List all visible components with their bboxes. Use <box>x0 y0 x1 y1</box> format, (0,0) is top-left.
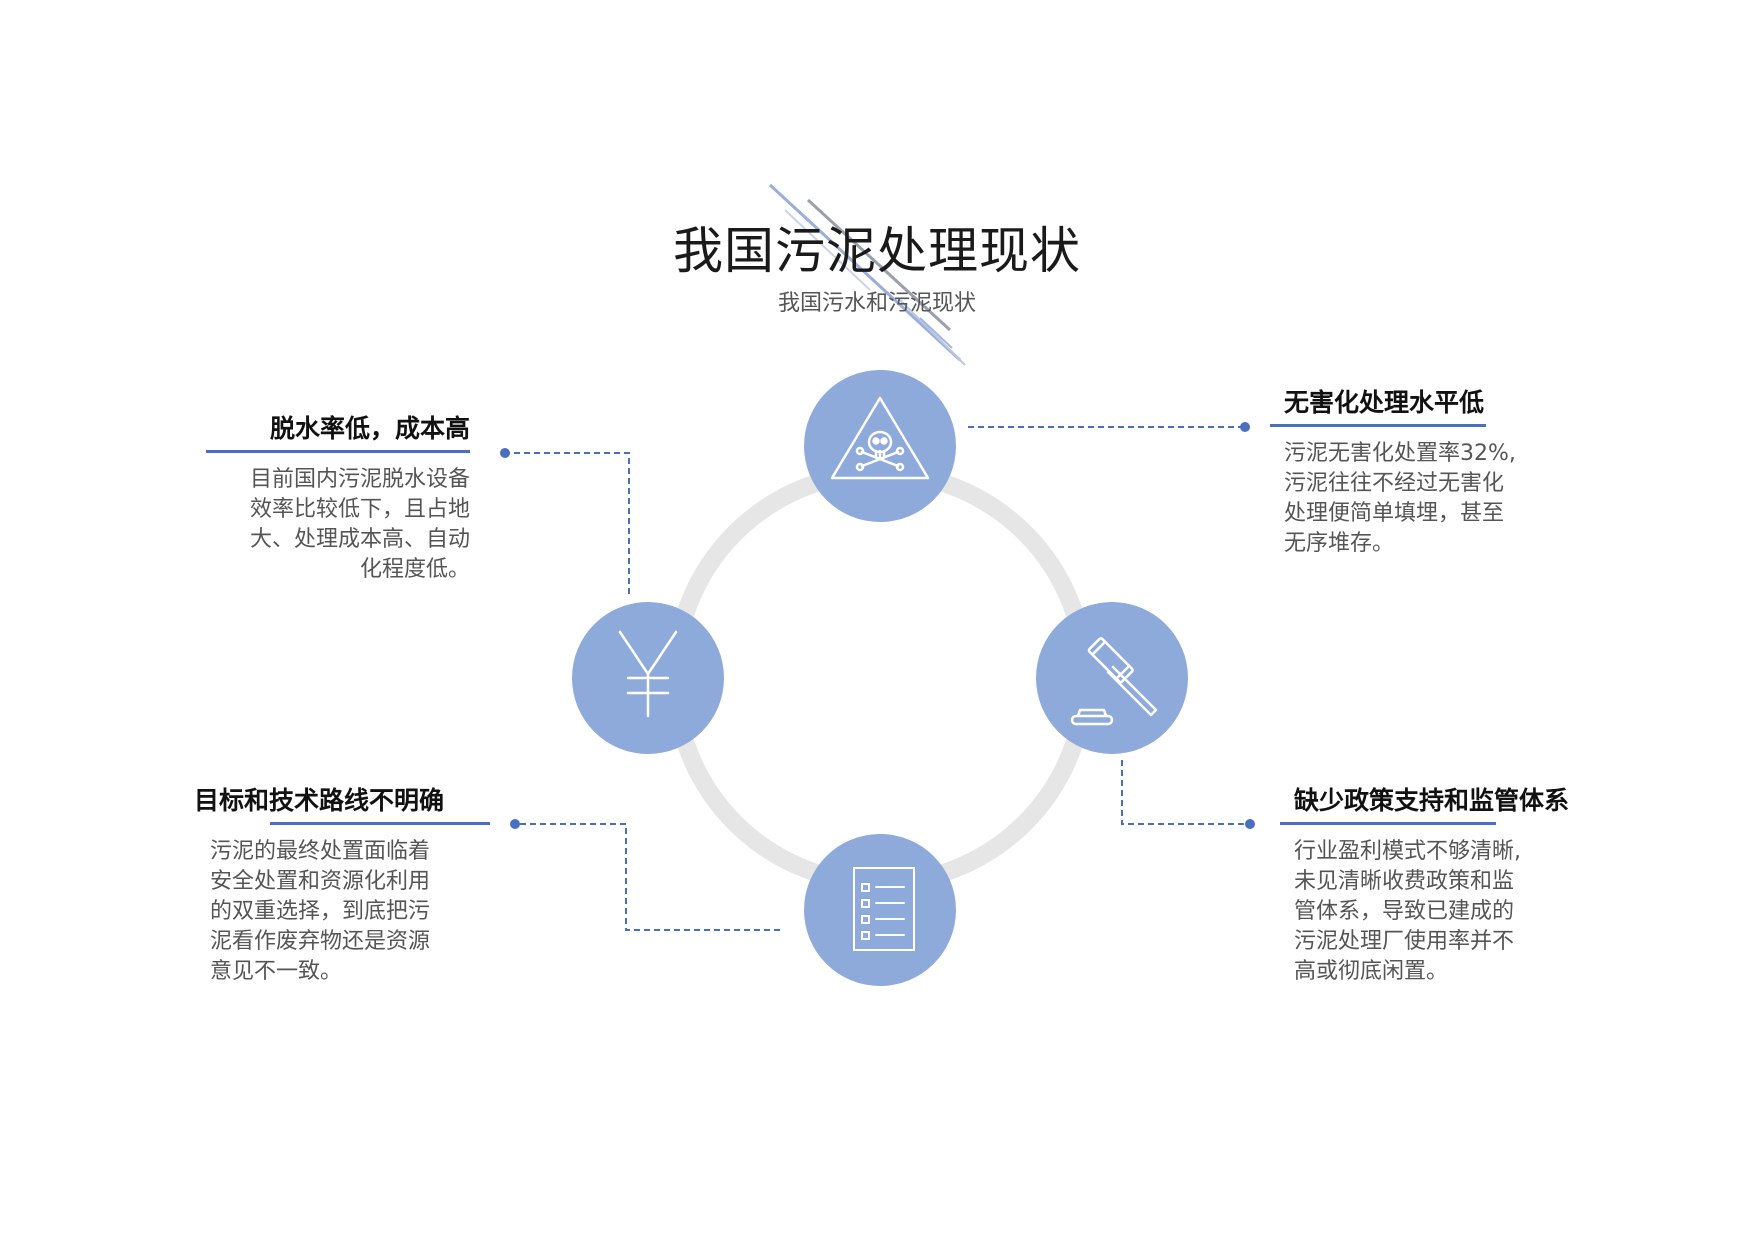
body-line: 效率比较低下，且占地 <box>249 496 470 522</box>
item-heading: 无害化处理水平低 <box>1284 388 1485 417</box>
item-heading: 目标和技术路线不明确 <box>194 786 445 815</box>
deco-line <box>806 198 952 332</box>
body-line: 无序堆存。 <box>1284 530 1395 556</box>
hazard-skull-icon <box>830 396 930 480</box>
heading-underline <box>206 450 470 453</box>
connector-dot <box>1245 819 1255 829</box>
deco-line <box>899 299 966 366</box>
yuan-icon <box>618 630 678 718</box>
item-bottom-right: 缺少政策支持和监管体系 行业盈利模式不够清晰, 未见清晰收费政策和监 管体系，导… <box>1280 786 1614 987</box>
node-left <box>572 602 724 754</box>
item-body: 污泥无害化处置率32%, 污泥往往不经过无害化 处理便简单填埋，甚至 无序堆存。 <box>1284 439 1554 559</box>
gavel-icon <box>1070 637 1158 726</box>
body-line: 未见清晰收费政策和监 <box>1294 868 1515 894</box>
body-line: 意见不一致。 <box>210 958 343 984</box>
item-top-left: 脱水率低，成本高 目前国内污泥脱水设备 效率比较低下，且占地 大、处理成本高、自… <box>200 414 470 585</box>
body-line: 污泥处理厂使用率并不 <box>1294 928 1515 954</box>
item-top-right: 无害化处理水平低 污泥无害化处置率32%, 污泥往往不经过无害化 处理便简单填埋… <box>1270 388 1554 559</box>
page-title: 我国污泥处理现状 <box>673 222 1081 280</box>
body-line: 泥看作废弃物还是资源 <box>210 928 431 954</box>
body-line: 高或彻底闲置。 <box>1294 958 1449 984</box>
heading-underline <box>270 822 490 825</box>
connector-dot <box>1240 422 1250 432</box>
heading-underline <box>1280 822 1496 825</box>
item-heading: 缺少政策支持和监管体系 <box>1294 786 1570 815</box>
body-line: 行业盈利模式不够清晰, <box>1294 839 1521 864</box>
node-bottom <box>804 834 956 986</box>
body-line: 大、处理成本高、自动 <box>249 526 470 552</box>
node-circle <box>804 834 956 986</box>
body-line: 管体系，导致已建成的 <box>1294 898 1515 924</box>
page-subtitle: 我国污水和污泥现状 <box>777 291 976 316</box>
connector-top-left <box>505 452 630 594</box>
node-right <box>1036 602 1188 754</box>
body-line: 的双重选择，到底把污 <box>210 898 431 924</box>
item-body: 目前国内污泥脱水设备 效率比较低下，且占地 大、处理成本高、自动 化程度低。 <box>200 465 470 585</box>
body-line: 处理便简单填埋，甚至 <box>1284 500 1505 526</box>
item-body: 污泥的最终处置面临着 安全处置和资源化利用 的双重选择，到底把污 泥看作废弃物还… <box>210 837 490 987</box>
deco-line <box>784 209 871 291</box>
connector-dot <box>500 448 510 458</box>
item-heading: 脱水率低，成本高 <box>269 414 470 443</box>
heading-underline <box>1270 424 1486 427</box>
node-circle <box>804 370 956 522</box>
connector-dot <box>510 819 520 829</box>
cycle-ring <box>666 464 1094 892</box>
node-top <box>804 370 956 522</box>
node-circle <box>1036 602 1188 754</box>
body-line: 污泥的最终处置面临着 <box>210 839 431 864</box>
body-line: 污泥无害化处置率32%, <box>1284 441 1516 466</box>
item-body: 行业盈利模式不够清晰, 未见清晰收费政策和监 管体系，导致已建成的 污泥处理厂使… <box>1294 837 1614 987</box>
deco-line <box>919 317 953 349</box>
item-bottom-left: 目标和技术路线不明确 污泥的最终处置面临着 安全处置和资源化利用 的双重选择，到… <box>190 786 490 987</box>
deco-line <box>768 183 962 362</box>
connector-bottom-left <box>515 823 780 931</box>
body-line: 目前国内污泥脱水设备 <box>249 467 470 492</box>
body-line: 安全处置和资源化利用 <box>210 868 431 894</box>
body-line: 污泥往往不经过无害化 <box>1284 470 1505 496</box>
connector-bottom-right <box>1121 760 1250 825</box>
body-line: 化程度低。 <box>359 556 470 582</box>
checklist-icon <box>853 867 915 951</box>
